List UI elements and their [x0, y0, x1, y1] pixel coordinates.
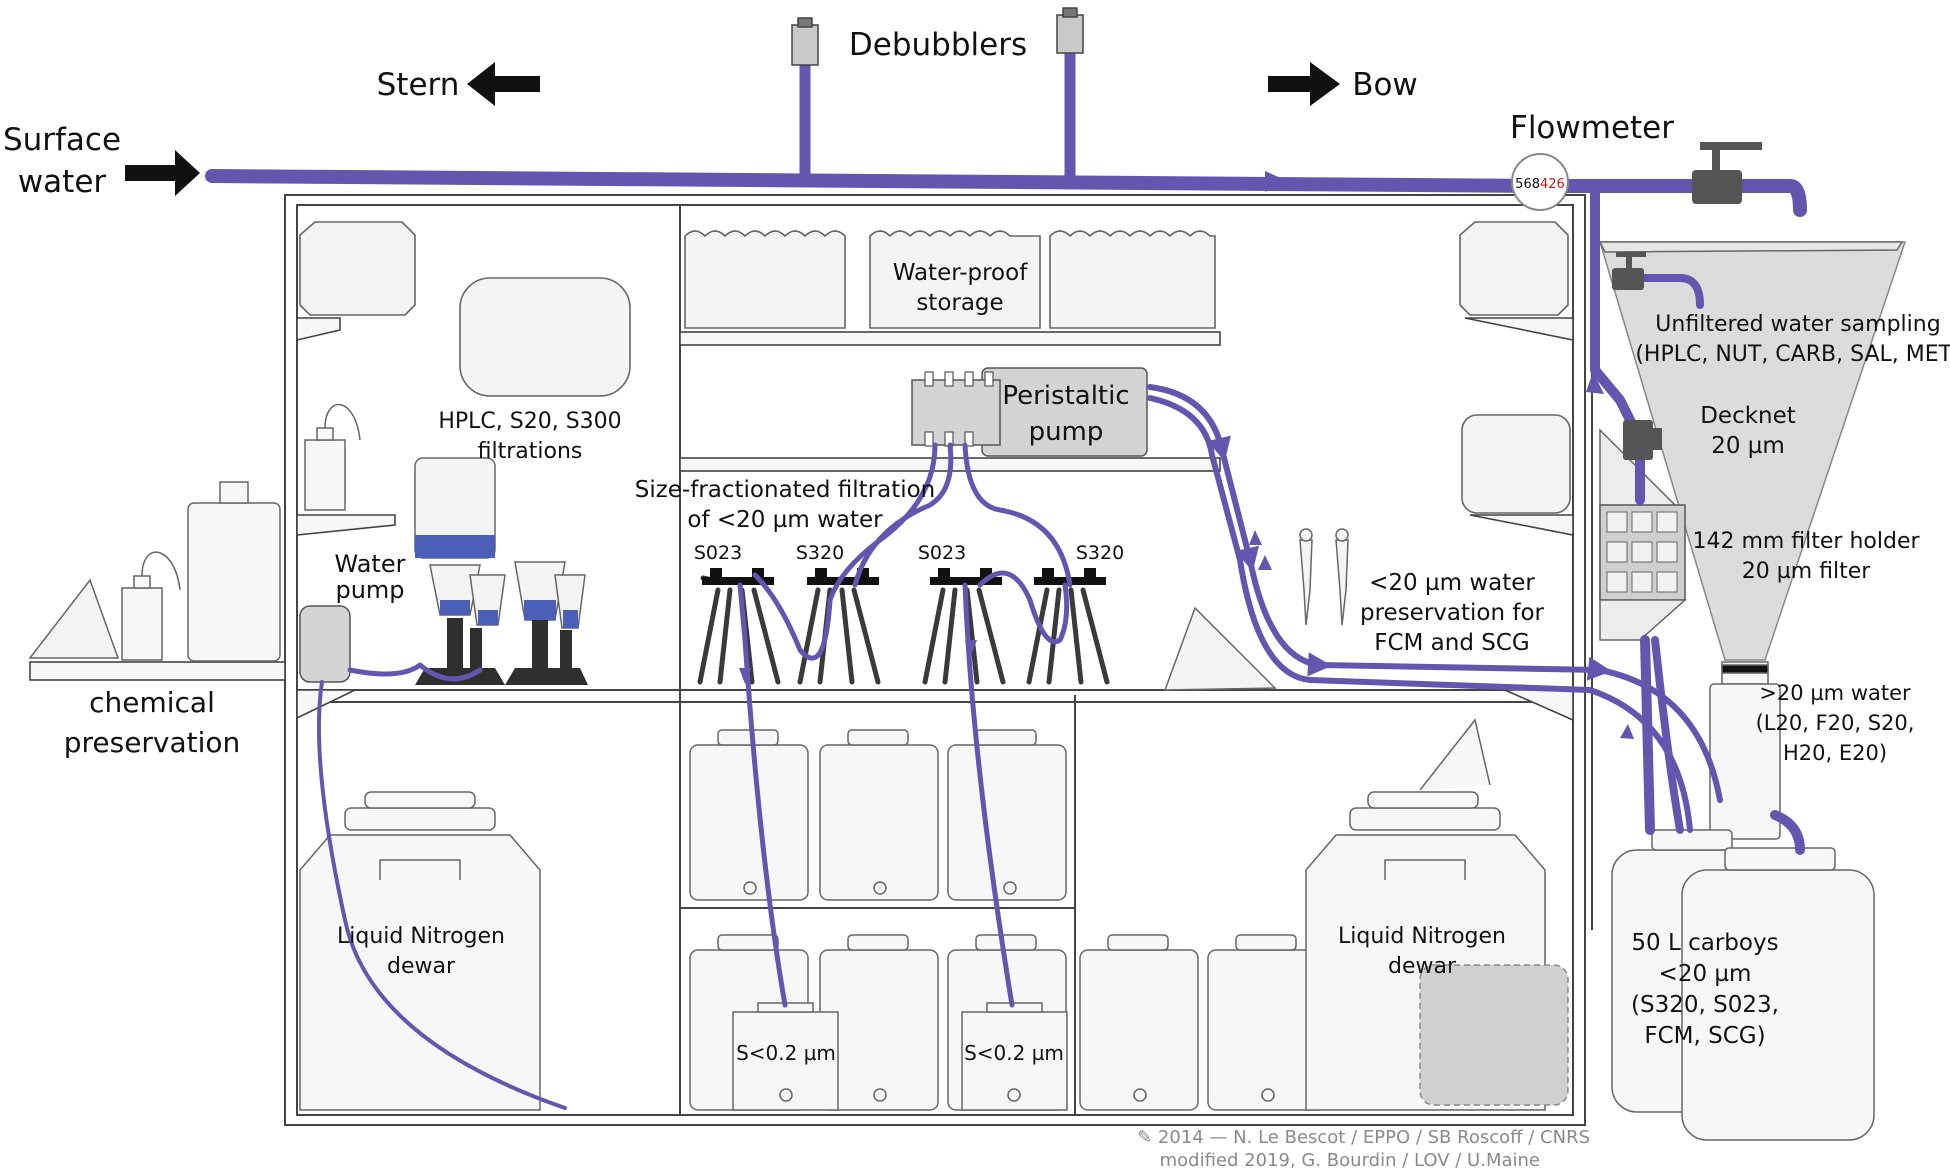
label-s320-a: S320 — [796, 542, 844, 564]
pump-to-s023a — [752, 442, 938, 661]
label-ln-dewar-left-1: Liquid Nitrogen — [337, 924, 505, 949]
label-gt20-water-2: (L20, F20, S20, — [1756, 711, 1915, 735]
stern-arrow-icon — [467, 62, 540, 106]
filtration-stands — [697, 575, 1110, 685]
label-size-fractionated-1: Size-fractionated filtration — [635, 477, 936, 503]
lt20-preservation-line-2 — [1147, 395, 1693, 833]
carboys-cabinet — [689, 729, 1327, 1111]
label-carboys-4: FCM, SCG) — [1644, 1023, 1765, 1049]
flowmeter-digits-red: 426 — [1540, 177, 1565, 192]
pump-to-s320b — [962, 442, 1073, 588]
hplc-filtration-units — [414, 457, 588, 685]
filter-out-1 — [1640, 635, 1655, 835]
label-carboys-3: (S320, S023, — [1631, 992, 1779, 1018]
label-carboys-1: 50 L carboys — [1631, 930, 1778, 956]
label-waterproof-storage-1: Water-proof — [893, 260, 1029, 286]
unfiltered-tap — [1641, 274, 1704, 309]
label-flowmeter: Flowmeter — [1510, 110, 1674, 146]
svg-text:568426: 568426 — [1515, 177, 1565, 192]
label-s320-b: S320 — [1076, 542, 1124, 564]
label-chemical-2: preservation — [64, 726, 241, 759]
label-waterproof-storage-2: storage — [916, 290, 1003, 316]
label-hplc-filtrations-2: filtrations — [478, 439, 583, 464]
label-decknet-2: 20 µm — [1711, 433, 1785, 459]
label-debubblers: Debubblers — [849, 27, 1027, 63]
cod-end-collector — [1709, 661, 1781, 840]
ln-dewar-right — [1305, 718, 1569, 1111]
label-surface-water-2: water — [18, 164, 107, 200]
label-lt20-preservation-1: <20 µm water — [1369, 570, 1535, 596]
water-pump — [299, 605, 351, 683]
credit-line-2: modified 2019, G. Bourdin / LOV / U.Main… — [1160, 1150, 1540, 1171]
direction-arrows — [125, 62, 1340, 196]
ln-dewar-left — [299, 791, 541, 1111]
s023b-loop — [977, 570, 1070, 645]
label-gt20-water-1: >20 µm water — [1759, 681, 1911, 705]
label-peristaltic-pump-1: Peristaltic — [1002, 381, 1129, 411]
label-unfiltered-1: Unfiltered water sampling — [1655, 312, 1940, 337]
hplc-loop — [347, 662, 483, 682]
label-s02-a: S<0.2 µm — [736, 1041, 836, 1065]
main-intake-pipe — [205, 169, 1807, 217]
surface-arrow-icon — [125, 150, 200, 196]
cabinet — [284, 194, 1593, 1126]
pipettes — [1299, 528, 1349, 626]
gt20-to-carboy — [1770, 810, 1805, 855]
debubbler-caps — [791, 7, 1084, 66]
valves — [1612, 142, 1762, 460]
carboy-row-upper — [689, 729, 1067, 901]
label-unfiltered-2: (HPLC, NUT, CARB, SAL, MET) — [1635, 342, 1950, 367]
label-decknet-1: Decknet — [1700, 403, 1796, 429]
label-filter-holder-2: 20 µm filter — [1742, 559, 1872, 584]
peristaltic-pump — [911, 367, 1148, 457]
label-lt20-preservation-3: FCM and SCG — [1374, 630, 1530, 656]
label-ln-dewar-right-2: dewar — [1388, 954, 1457, 979]
label-stern: Stern — [377, 67, 460, 103]
label-bow: Bow — [1352, 67, 1418, 103]
water-pump-to-floor — [316, 680, 567, 1110]
label-water-pump-2: pump — [335, 576, 404, 604]
label-hplc-filtrations-1: HPLC, S20, S300 — [438, 409, 621, 434]
small-sample-containers — [732, 1002, 1068, 1111]
label-gt20-water-3: H20, E20) — [1783, 741, 1887, 765]
label-ln-dewar-left-2: dewar — [387, 954, 456, 979]
label-s023-b: S023 — [918, 542, 966, 564]
flowmeter-digits-black: 568 — [1515, 177, 1540, 192]
s023a-to-bottle — [737, 582, 788, 1008]
bow-arrow-icon — [1268, 62, 1340, 106]
s023b-to-bottle — [962, 582, 1015, 1008]
labels: Surface water Stern Bow Debubblers Flowm… — [3, 27, 1950, 1171]
label-lt20-preservation-2: preservation for — [1360, 600, 1545, 626]
wash-bottles — [121, 403, 361, 662]
waterproof-storage-boxes — [684, 230, 1216, 329]
label-s02-b: S<0.2 µm — [964, 1041, 1064, 1065]
label-ln-dewar-right-1: Liquid Nitrogen — [1338, 924, 1506, 949]
credit-line-1: ✎ 2014 — N. Le Bescot / EPPO / SB Roscof… — [1137, 1127, 1590, 1148]
label-size-fractionated-2: of <20 µm water — [687, 507, 883, 533]
lt20-preservation-line-1 — [1147, 384, 1723, 803]
label-water-pump-1: Water — [335, 550, 406, 578]
label-chemical-1: chemical — [89, 686, 215, 719]
carboys-50l — [1611, 829, 1875, 1141]
label-filter-holder-1: 142 mm filter holder — [1692, 529, 1920, 554]
pump-to-s320a — [852, 442, 954, 588]
label-surface-water-1: Surface — [3, 122, 121, 158]
flow-arrows — [739, 171, 1634, 739]
flowmeter-gauge: 568426 — [1511, 153, 1569, 211]
label-peristaltic-pump-2: pump — [1029, 417, 1104, 447]
label-s023-a: S023 — [694, 542, 742, 564]
label-carboys-2: <20 µm — [1659, 961, 1752, 987]
tubing — [205, 34, 1807, 1110]
